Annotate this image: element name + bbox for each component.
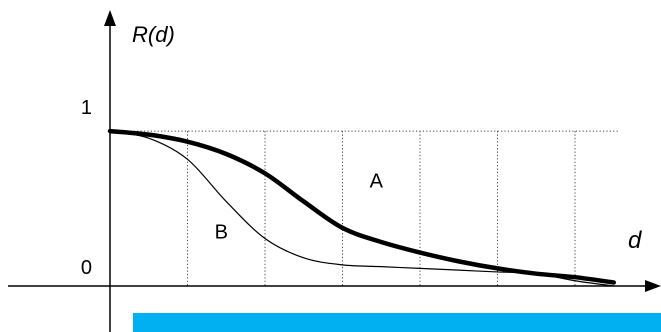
series-lines [107, 128, 616, 287]
highlight-bar [133, 313, 661, 332]
x-axis-label: d [628, 227, 642, 254]
y-axis-arrow [104, 10, 116, 26]
annotation-b: B [215, 221, 228, 243]
y-tick-label-1: 1 [81, 97, 92, 119]
tick-labels: 01 [81, 97, 92, 279]
vertical-gridlines [187, 131, 576, 286]
series-b-line [109, 130, 615, 287]
y-axis-label: R(d) [132, 22, 175, 47]
x-axis-arrow [645, 280, 661, 292]
annotations: AB [215, 170, 384, 243]
series-a-line [107, 128, 616, 285]
y-tick-label-0: 0 [81, 257, 92, 279]
annotation-a: A [370, 170, 384, 192]
axes [8, 10, 661, 332]
